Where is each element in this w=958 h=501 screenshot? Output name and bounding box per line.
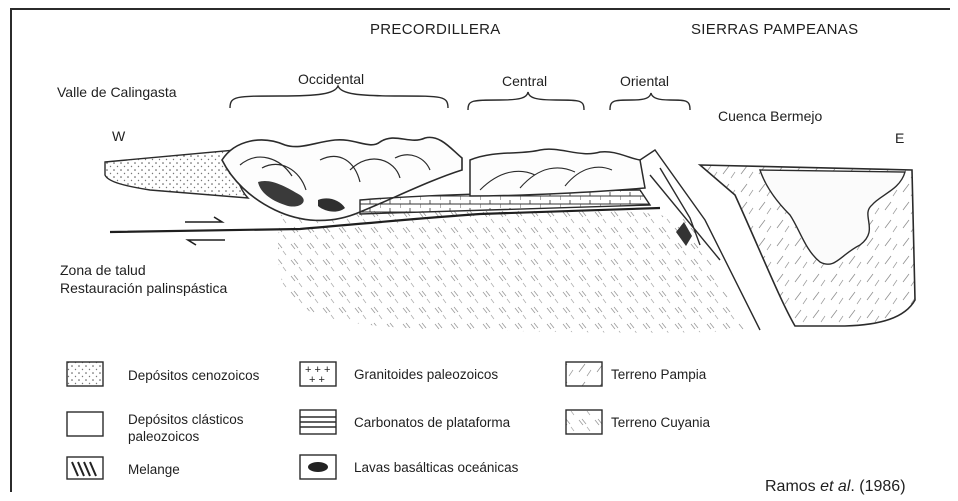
brace-oriental — [610, 93, 690, 110]
label-valle-calingasta: Valle de Calingasta — [57, 84, 177, 100]
legend-label-carbonatos: Carbonatos de plataforma — [354, 414, 510, 431]
legend-label-melange: Melange — [128, 461, 180, 478]
citation-rest: . (1986) — [850, 478, 905, 495]
thrust-sheets-central — [470, 149, 645, 196]
legend-label-cenozoicos: Depósitos cenozoicos — [128, 367, 259, 384]
label-zona-talud: Zona de talud — [60, 262, 146, 278]
region-central: Central — [502, 73, 547, 89]
svg-text:+ +: + + — [309, 374, 325, 386]
legend-label-clasticos-1: Depósitos clásticos — [128, 411, 244, 428]
label-west: W — [112, 128, 125, 144]
citation-etal: et al — [820, 478, 850, 495]
legend-label-pampia: Terreno Pampia — [611, 366, 706, 383]
label-east: E — [895, 130, 904, 146]
shear-arrow-bottom — [188, 240, 225, 245]
label-cuenca-bermejo: Cuenca Bermejo — [718, 108, 822, 124]
legend-swatch-pampia — [566, 362, 602, 386]
label-restauracion: Restauración palinspástica — [60, 280, 227, 296]
legend-label-cuyania: Terreno Cuyania — [611, 414, 710, 431]
legend-swatch-melange — [67, 457, 103, 479]
citation-authors: Ramos — [765, 478, 816, 495]
region-oriental: Oriental — [620, 73, 669, 89]
brace-central — [468, 92, 584, 110]
legend-swatch-cuyania — [566, 410, 602, 434]
region-occidental: Occidental — [298, 71, 364, 87]
legend-swatch-cenozoicos — [67, 362, 103, 386]
shear-arrow-top — [185, 217, 222, 222]
legend-label-clasticos-2: paleozoicos — [128, 428, 199, 445]
legend-swatch-clasticos — [67, 412, 103, 436]
legend-label-granitoides: Granitoides paleozoicos — [354, 366, 498, 383]
legend-label-lavas: Lavas basálticas oceánicas — [354, 459, 518, 476]
region-precordillera: PRECORDILLERA — [370, 22, 501, 38]
terreno-cuyania-body — [278, 209, 745, 333]
region-sierras-pampeanas: SIERRAS PAMPEANAS — [691, 22, 858, 38]
brace-occidental — [230, 86, 448, 108]
citation: Ramos et al. (1986) — [765, 478, 906, 496]
